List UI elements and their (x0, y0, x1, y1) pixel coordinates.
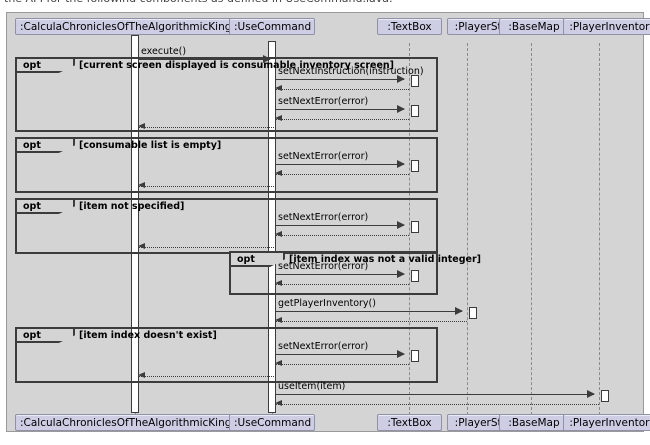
activation-caller (131, 35, 139, 413)
message-line (276, 174, 409, 175)
message-label: setNextError(error) (278, 151, 369, 162)
message-line (276, 119, 409, 120)
message-label: useItem(item) (278, 381, 346, 392)
lifeline-head-usecommand[interactable]: :UseCommand (229, 18, 315, 35)
message-label: execute() (141, 46, 187, 57)
fragment-guard-5: [item index doesn't exist] (79, 330, 217, 341)
lifeline-foot-usecommand[interactable]: :UseCommand (229, 414, 315, 431)
fragment-operator-label-2: opt (17, 139, 75, 153)
fragment-guard-1: [current screen displayed is consumable … (79, 60, 395, 71)
arrowhead-right-icon (397, 160, 405, 168)
fragment-operator-label-4: opt (231, 253, 285, 267)
fragment-operator-label-5: opt (17, 329, 75, 343)
lifeline-foot-playerinventory[interactable]: :PlayerInventory (563, 414, 650, 431)
message-line (276, 354, 404, 355)
arrowhead-right-icon (455, 307, 463, 315)
message-line (139, 59, 270, 60)
message-label: setNextError(error) (278, 96, 369, 107)
fragment-opt-2[interactable]: opt (15, 137, 438, 193)
arrowhead-left-icon (275, 170, 282, 176)
message-line (276, 274, 404, 275)
lifeline-head-basemap[interactable]: :BaseMap (499, 18, 569, 35)
fragment-guard-4: [item index was not a valid integer] (289, 254, 481, 265)
lifeline-textbox (409, 43, 410, 415)
lifeline-head-textbox[interactable]: :TextBox (377, 18, 442, 35)
lifeline-head-caller[interactable]: :CalculaChroniclesOfTheAlgorithmicKingdo… (15, 18, 257, 35)
activation-textbox-4 (411, 221, 419, 233)
message-label: setNextError(error) (278, 341, 369, 352)
arrowhead-right-icon (397, 221, 405, 229)
arrowhead-left-icon (138, 243, 145, 249)
message-line (276, 79, 404, 80)
activation-playerstatus (469, 307, 477, 319)
message-line (139, 376, 276, 377)
fragment-operator-label-3: opt (17, 200, 75, 214)
message-label: setNextInstruction(instruction) (278, 66, 424, 77)
fragment-opt-3[interactable]: opt (15, 198, 438, 254)
arrowhead-left-icon (275, 231, 282, 237)
page-caption: the API for the following components as … (4, 0, 393, 2)
activation-textbox-5 (411, 270, 419, 282)
lifeline-playerinventory (599, 43, 600, 415)
message-line (276, 109, 404, 110)
arrowhead-left-icon (275, 400, 282, 406)
fragment-guard-3: [item not specified] (79, 201, 185, 212)
message-label: setNextError(error) (278, 212, 369, 223)
arrowhead-right-icon (397, 75, 405, 83)
message-line (276, 284, 409, 285)
activation-playerinventory (601, 390, 609, 402)
fragment-opt-4[interactable]: opt (229, 251, 438, 295)
arrowhead-left-icon (275, 115, 282, 121)
message-line (276, 235, 409, 236)
activation-textbox-6 (411, 350, 419, 362)
sequence-diagram-canvas: :CalculaChroniclesOfTheAlgorithmicKingdo… (6, 12, 650, 432)
arrowhead-right-icon (397, 270, 405, 278)
message-line (139, 127, 276, 128)
message-label: setNextError(error) (278, 261, 369, 272)
activation-textbox-2 (411, 105, 419, 117)
message-line (276, 394, 594, 395)
fragment-guard-2: [consumable list is empty] (79, 140, 222, 151)
activation-usecommand (268, 41, 276, 413)
message-line (139, 247, 276, 248)
message-line (276, 321, 467, 322)
arrowhead-left-icon (275, 317, 282, 323)
message-line (276, 364, 409, 365)
fragment-opt-5[interactable]: opt (15, 327, 438, 383)
arrowhead-right-icon (587, 390, 595, 398)
arrowhead-right-icon (397, 105, 405, 113)
lifeline-basemap (531, 43, 532, 415)
lifeline-playerstatus (467, 43, 468, 415)
activation-textbox-3 (411, 160, 419, 172)
fragment-operator-label-1: opt (17, 59, 75, 73)
message-line (276, 225, 404, 226)
activation-textbox-1 (411, 75, 419, 87)
arrowhead-left-icon (275, 280, 282, 286)
message-label: getPlayerInventory() (278, 298, 376, 309)
message-line (276, 164, 404, 165)
lifeline-foot-textbox[interactable]: :TextBox (377, 414, 442, 431)
lifeline-foot-caller[interactable]: :CalculaChroniclesOfTheAlgorithmicKingdo… (15, 414, 257, 431)
arrowhead-left-icon (138, 123, 145, 129)
arrowhead-right-icon (263, 55, 271, 63)
arrowhead-left-icon (275, 360, 282, 366)
arrowhead-left-icon (275, 85, 282, 91)
message-line (276, 89, 409, 90)
message-line (276, 311, 462, 312)
fragment-opt-1[interactable]: opt (15, 57, 438, 132)
message-line (276, 404, 599, 405)
arrowhead-right-icon (397, 350, 405, 358)
lifeline-foot-basemap[interactable]: :BaseMap (499, 414, 569, 431)
arrowhead-left-icon (138, 372, 145, 378)
arrowhead-left-icon (138, 182, 145, 188)
message-line (139, 186, 276, 187)
lifeline-head-playerinventory[interactable]: :PlayerInventory (563, 18, 650, 35)
